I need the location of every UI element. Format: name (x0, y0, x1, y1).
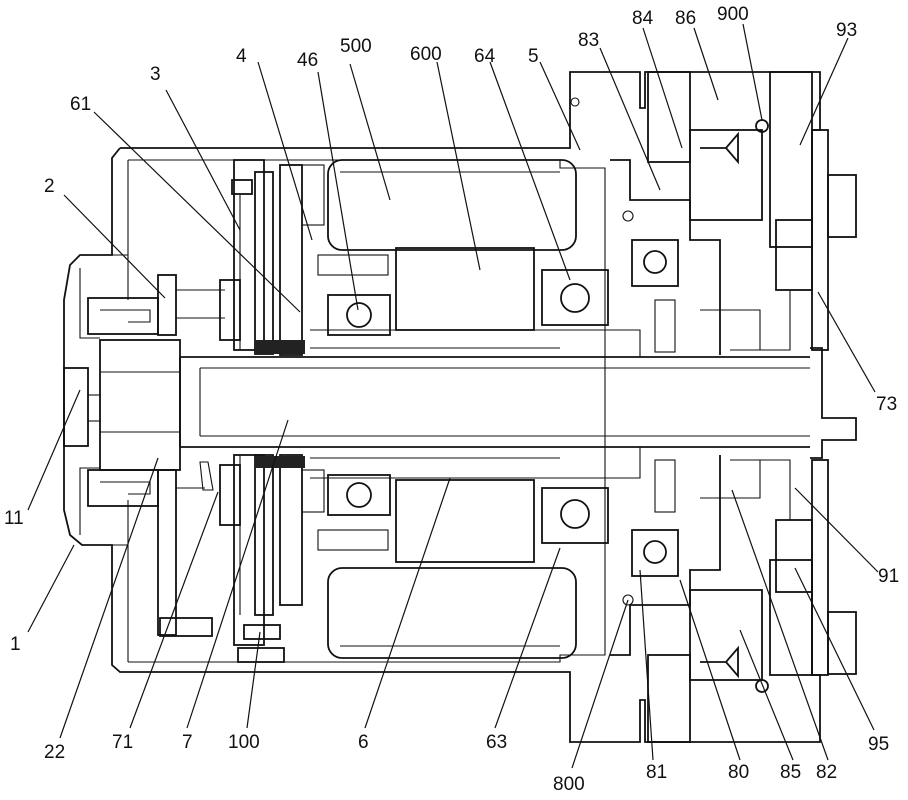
label-100: 100 (228, 732, 260, 753)
label-22: 22 (44, 742, 65, 763)
label-86: 86 (675, 8, 696, 29)
label-2: 2 (44, 176, 55, 197)
label-83: 83 (578, 30, 599, 51)
label-64: 64 (474, 46, 496, 67)
label-46: 46 (297, 50, 318, 71)
label-82: 82 (816, 762, 837, 783)
label-93: 93 (836, 20, 857, 41)
label-63: 63 (486, 732, 507, 753)
label-81: 81 (646, 762, 667, 783)
reference-labels: 1 2 3 4 46 500 600 64 5 83 84 86 900 93 … (4, 4, 899, 795)
right-end-parts (610, 71, 857, 743)
label-80: 80 (728, 762, 749, 783)
label-800: 800 (553, 774, 585, 795)
label-11: 11 (4, 508, 24, 529)
label-71: 71 (112, 732, 133, 753)
label-5: 5 (528, 46, 539, 67)
label-600: 600 (410, 44, 442, 65)
label-900: 900 (717, 4, 749, 25)
label-84: 84 (632, 8, 654, 29)
label-3: 3 (150, 64, 161, 85)
label-91: 91 (878, 566, 899, 587)
label-500: 500 (340, 36, 372, 57)
bearings (327, 239, 679, 577)
label-6: 6 (358, 732, 369, 753)
left-end-parts (63, 274, 225, 637)
label-73: 73 (876, 394, 897, 415)
label-7: 7 (182, 732, 193, 753)
label-85: 85 (780, 762, 801, 783)
label-95: 95 (868, 734, 889, 755)
gear-set (219, 159, 325, 663)
label-61: 61 (70, 94, 91, 115)
main-shaft (179, 347, 857, 459)
motor-stator-rotor (310, 159, 641, 659)
label-4: 4 (236, 46, 247, 67)
label-1: 1 (10, 634, 21, 655)
leader-lines (27, 23, 879, 769)
